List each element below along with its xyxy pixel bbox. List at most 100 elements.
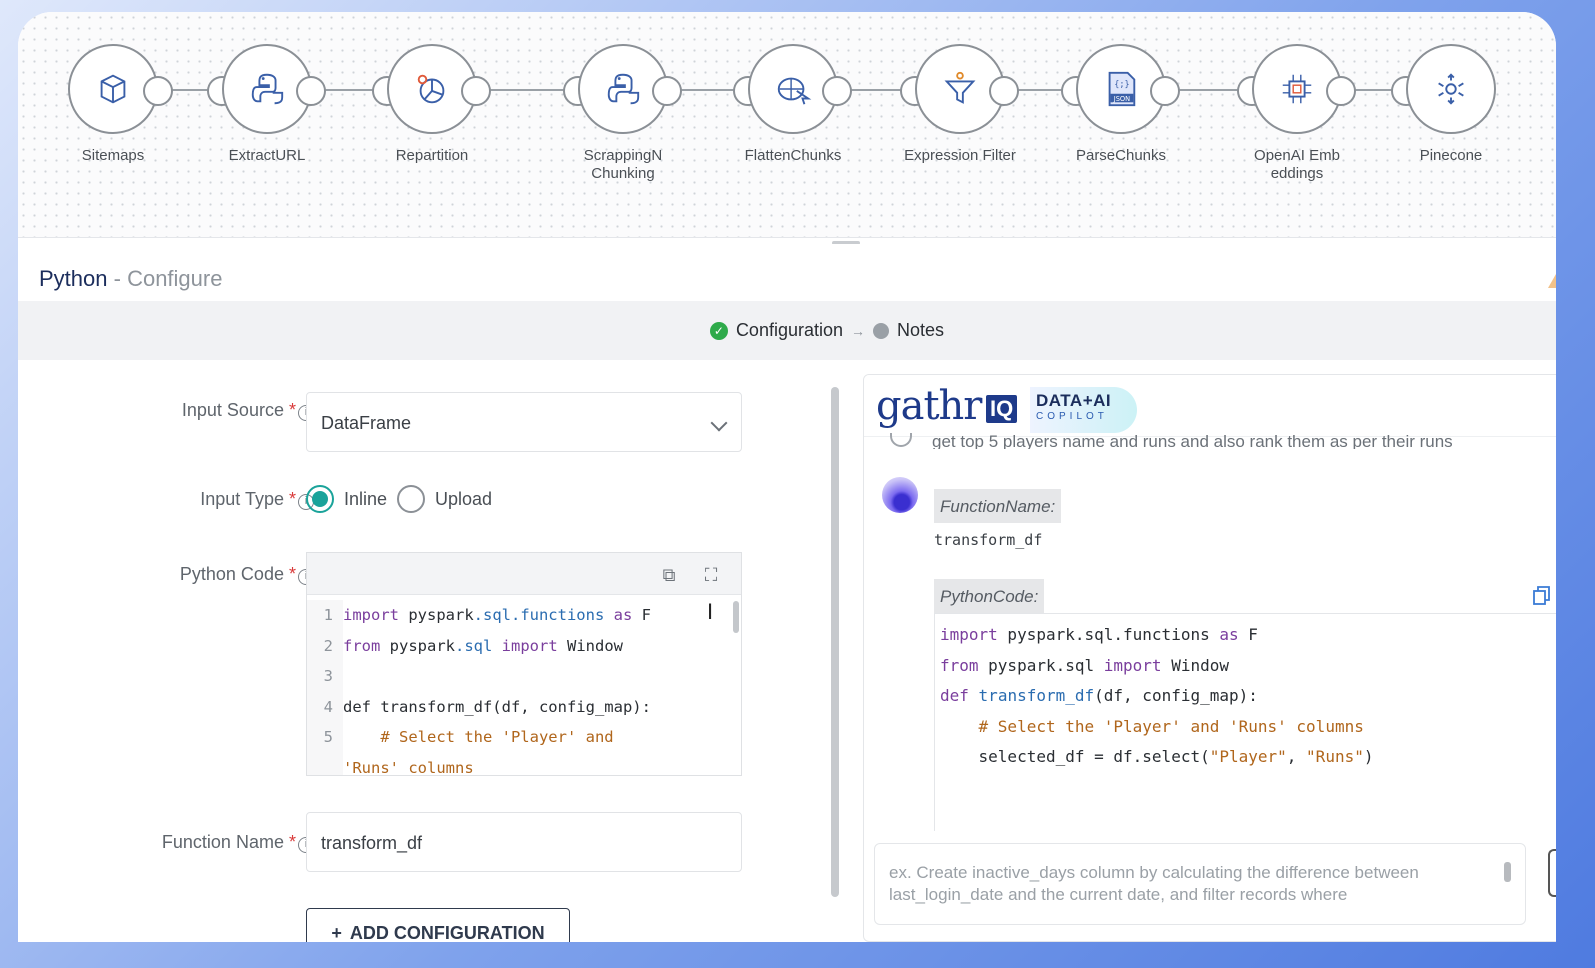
code-line: 5 # Select the 'Player' and (307, 722, 741, 753)
step-configuration[interactable]: Configuration (735, 320, 844, 340)
add-configuration-button[interactable]: + ADD CONFIGURATION (306, 908, 570, 942)
page-title-sub: Configure (127, 266, 223, 291)
panel-splitter[interactable] (831, 387, 839, 897)
line-number: 5 (307, 722, 343, 753)
input-type-radio-group: Inline Upload (306, 485, 492, 513)
warning-icon[interactable] (1548, 274, 1556, 288)
python-icon (251, 73, 284, 105)
line-number: 3 (307, 661, 343, 692)
radio-inline-label[interactable]: Inline (344, 488, 388, 509)
function-name-label: Function Name *i (162, 832, 314, 853)
code-line: selected_df = df.select("Player", "Runs"… (940, 747, 1374, 766)
code-line: 3 (307, 661, 741, 692)
json-file-icon: {;} JSON (1108, 71, 1136, 107)
node-port[interactable] (989, 76, 1019, 106)
line-number: 1 (307, 600, 343, 631)
flatten-icon (777, 77, 812, 105)
page-title-main: Python (39, 266, 108, 291)
send-button[interactable] (1548, 849, 1556, 897)
text-cursor-icon: I (707, 599, 714, 624)
copilot-header: gathr IQ DATA+AI COPILOT (864, 375, 1556, 437)
app-window: Sitemaps ExtractURL Repartition Scrappin… (18, 12, 1556, 942)
node-port[interactable] (1150, 76, 1180, 106)
required-marker: * (288, 564, 296, 584)
chevron-down-icon (710, 414, 728, 432)
svg-text:{;}: {;} (1114, 80, 1129, 90)
node-label: Repartition (395, 147, 469, 164)
line-number: 2 (307, 630, 343, 661)
repartition-icon (417, 74, 445, 104)
radio-upload-label[interactable]: Upload (435, 488, 493, 509)
gathr-logo: gathr (876, 383, 982, 429)
step-notes[interactable]: Notes (897, 320, 945, 340)
prompt-placeholder: ex. Create inactive_days column by calcu… (889, 863, 1419, 904)
copy-icon[interactable] (1532, 585, 1552, 607)
editor-scrollbar[interactable] (733, 601, 739, 633)
required-marker: * (288, 489, 296, 509)
resize-handle[interactable] (832, 241, 860, 245)
node-label: ScrappingN Chunking (583, 147, 663, 182)
page-title: Python - Configure (39, 266, 222, 292)
node-pinecone[interactable] (1406, 44, 1496, 134)
copilot-badge: DATA+AI COPILOT (1030, 387, 1138, 433)
node-label: ParseChunks (1075, 147, 1167, 164)
config-header: Python - Configure (18, 244, 1556, 302)
badge-sub: COPILOT (1036, 411, 1108, 422)
arrow-right-icon: → (851, 322, 866, 339)
input-type-label: Input Type *i (200, 489, 314, 510)
copilot-avatar (882, 477, 918, 513)
copilot-panel: gathr IQ DATA+AI COPILOT get top 5 playe… (863, 374, 1556, 942)
radio-upload[interactable] (397, 485, 426, 513)
python-code-label: Python Code *i (180, 564, 314, 585)
node-label: FlattenChunks (744, 147, 842, 164)
python-icon (607, 73, 640, 105)
node-label: OpenAI Emb eddings (1254, 147, 1340, 182)
fullscreen-icon[interactable]: ⛶ (704, 565, 718, 585)
config-form: Input Source *i DataFrame Input Type *i … (18, 360, 838, 942)
function-name-input[interactable]: transform_df (306, 812, 742, 872)
node-port[interactable] (143, 76, 173, 106)
code-text: 'Runs' columns (343, 758, 474, 776)
node-label: Sitemaps (81, 147, 145, 164)
copy-icon[interactable]: ⧉ (662, 565, 676, 585)
code-text: # Select the 'Player' and (343, 728, 614, 746)
node-port[interactable] (1326, 76, 1356, 106)
code-line: # Select the 'Player' and 'Runs' columns (940, 716, 1364, 736)
line-number (307, 752, 343, 775)
copilot-prompt-input[interactable]: ex. Create inactive_days column by calcu… (874, 843, 1526, 925)
code-text: def transform_df(df, config_map): (343, 697, 651, 716)
input-type-label-text: Input Type (200, 489, 284, 509)
input-scrollbar[interactable] (1504, 862, 1511, 882)
code-text: from pyspark.sql import Window (343, 636, 623, 655)
function-name-label-text: Function Name (161, 832, 284, 852)
node-label: Pinecone (1419, 147, 1483, 164)
required-marker: * (288, 832, 296, 852)
badge-main: DATA+AI (1036, 391, 1112, 410)
pipeline-canvas[interactable]: Sitemaps ExtractURL Repartition Scrappin… (18, 12, 1556, 238)
radio-inline[interactable] (306, 485, 334, 513)
stepper: ✓ Configuration → Notes (18, 301, 1556, 360)
user-icon (890, 433, 912, 447)
box-icon (100, 74, 126, 104)
add-configuration-label: ADD CONFIGURATION (349, 922, 545, 943)
required-marker: * (288, 400, 296, 420)
node-port[interactable] (652, 76, 682, 106)
node-port[interactable] (461, 76, 491, 106)
page-title-separator: - (113, 266, 121, 291)
step-pending-icon (873, 322, 890, 339)
input-source-label-text: Input Source (181, 400, 284, 420)
node-sitemaps[interactable] (68, 44, 158, 134)
plus-icon: + (331, 922, 342, 943)
node-port[interactable] (822, 76, 852, 106)
node-port[interactable] (296, 76, 326, 106)
function-name-result: transform_df (934, 531, 1043, 549)
svg-text:JSON: JSON (1113, 95, 1130, 103)
code-line: 'Runs' columns (307, 752, 741, 776)
input-source-select[interactable]: DataFrame (306, 392, 742, 452)
function-name-tag: FunctionName: (934, 489, 1062, 523)
